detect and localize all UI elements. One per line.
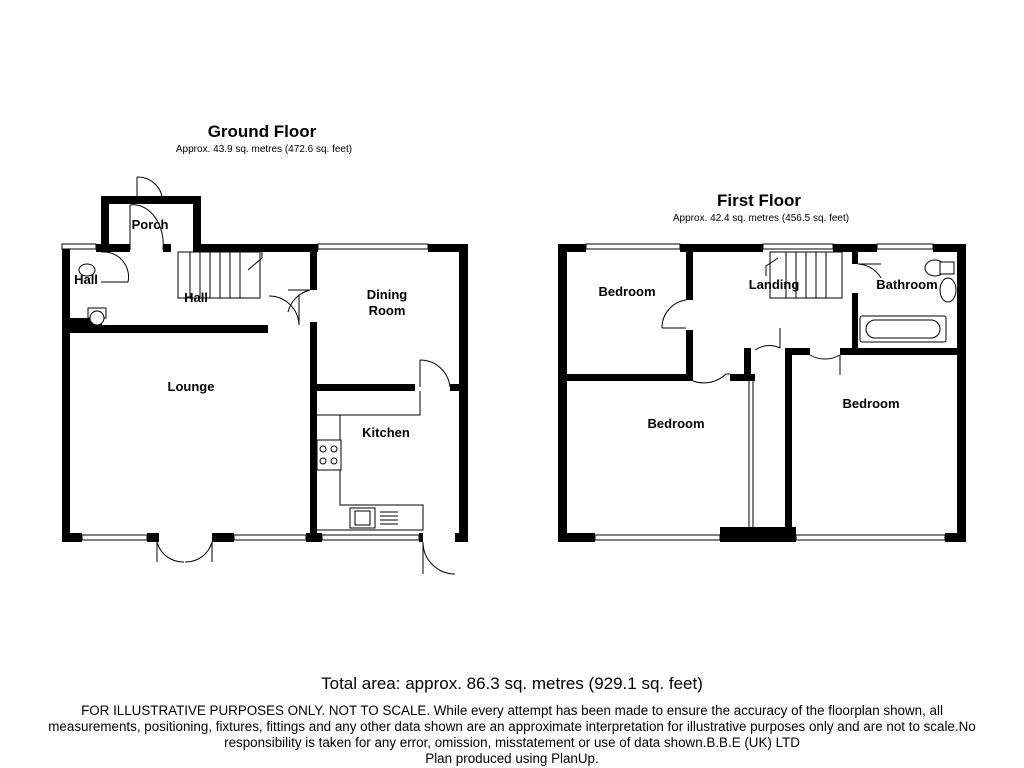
room-label-landing: Landing: [749, 277, 800, 292]
disclaimer-line-3: responsibility is taken for any error, o…: [224, 735, 800, 750]
first-floor-plan: First Floor Approx. 42.4 sq. metres (456…: [558, 191, 966, 542]
disclaimer-line-1: FOR ILLUSTRATIVE PURPOSES ONLY. NOT TO S…: [81, 703, 943, 718]
disclaimer-line-4: Plan produced using PlanUp.: [425, 751, 599, 766]
hall-wc-fixtures: [78, 263, 107, 326]
first-floor-title: First Floor: [717, 191, 801, 210]
disclaimer-line-2: measurements, positioning, fixtures, fit…: [48, 719, 976, 734]
ground-floor-stairs: [177, 251, 263, 299]
room-label-bedroom-1: Bedroom: [598, 284, 655, 299]
ground-floor-windows: [61, 243, 429, 541]
room-label-kitchen: Kitchen: [362, 425, 410, 440]
room-label-hall-wc: Hall: [74, 272, 98, 287]
first-floor-walls: [558, 244, 966, 542]
room-label-hall: Hall: [184, 290, 208, 305]
first-floor-windows: [585, 243, 946, 541]
floorplan-drawing: Ground Floor Approx. 43.9 sq. metres (47…: [61, 122, 966, 575]
ground-floor-doors: [100, 176, 456, 575]
room-label-dining-line1: Dining: [367, 287, 407, 302]
room-label-porch: Porch: [132, 217, 169, 232]
room-label-dining-line2: Room: [369, 303, 406, 318]
ground-floor-title: Ground Floor: [208, 122, 317, 141]
kitchen-units: [316, 391, 424, 531]
ground-floor-area: Approx. 43.9 sq. metres (472.6 sq. feet): [176, 144, 352, 155]
room-label-bedroom-2: Bedroom: [647, 416, 704, 431]
first-floor-stairs: [765, 251, 843, 299]
first-floor-area: Approx. 42.4 sq. metres (456.5 sq. feet): [673, 213, 849, 224]
total-area: Total area: approx. 86.3 sq. metres (929…: [321, 674, 703, 693]
ground-floor-plan: Ground Floor Approx. 43.9 sq. metres (47…: [61, 122, 468, 575]
room-label-bedroom-3: Bedroom: [842, 396, 899, 411]
first-floor-doors: [661, 263, 882, 384]
disclaimer: FOR ILLUSTRATIVE PURPOSES ONLY. NOT TO S…: [12, 703, 1012, 767]
wardrobe: [748, 381, 754, 527]
bathroom-fixtures: [859, 259, 957, 343]
ground-floor-walls: [62, 196, 468, 542]
room-label-bathroom: Bathroom: [876, 277, 937, 292]
room-label-lounge: Lounge: [168, 379, 215, 394]
